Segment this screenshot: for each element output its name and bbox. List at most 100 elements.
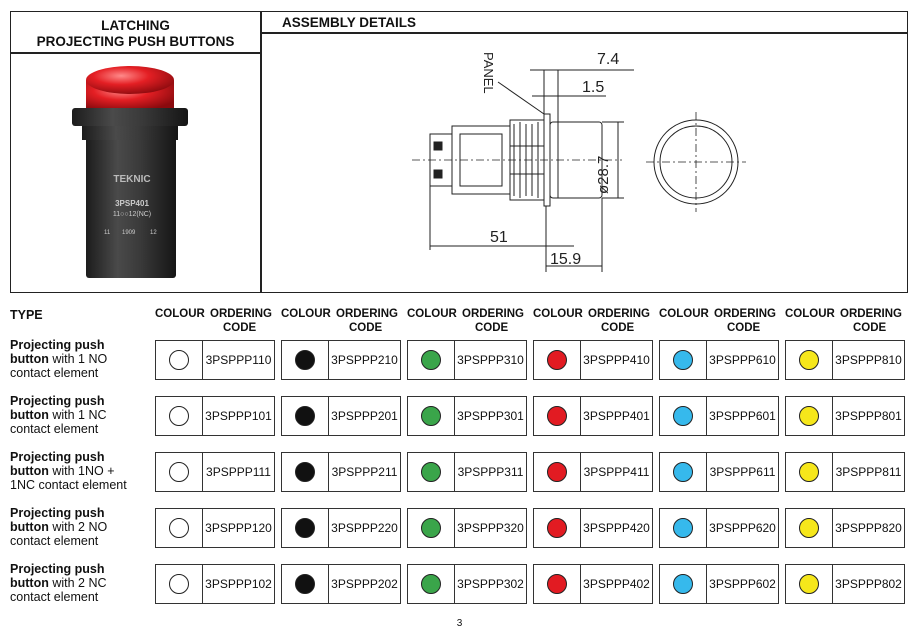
row-label-bold: Projecting push (10, 394, 105, 408)
colour-cell-red (533, 564, 581, 604)
colour-cell-red (533, 396, 581, 436)
colour-cell-yellow (785, 340, 833, 380)
code-header: CODE (853, 322, 887, 334)
ordering-code-cell: 3PSPPP301 (455, 396, 527, 436)
product-title: LATCHING PROJECTING PUSH BUTTONS (10, 18, 261, 50)
ordering-code-cell: 3PSPPP320 (455, 508, 527, 548)
white-colour-swatch (169, 574, 189, 594)
red-colour-swatch (547, 518, 567, 538)
green-colour-swatch (421, 406, 441, 426)
row-label-rest: with 1 NO (48, 352, 108, 366)
code-header: CODE (601, 322, 635, 334)
row-label-bold: Projecting push (10, 506, 105, 520)
colour-cell-blue (659, 452, 707, 492)
product-bottom-text-3: 12 (150, 230, 157, 236)
colour-cell-white (155, 452, 203, 492)
left-title-rule (10, 52, 261, 54)
ordering-code-cell: 3PSPPP411 (581, 452, 653, 492)
product-bottom-text-2: 1909 (122, 230, 136, 236)
row-label-rest: with 2 NC (48, 576, 107, 590)
colour-cell-red (533, 452, 581, 492)
colour-header: COLOUR (785, 308, 835, 320)
colour-header: COLOUR (659, 308, 709, 320)
ordering-code-cell: 3PSPPP820 (833, 508, 905, 548)
product-photo: TEKNIC 3PSP401 11○○12(NC) 11 1909 12 (72, 66, 188, 278)
row-label-bold2: button (10, 464, 49, 478)
row-label-rest: with 1NO + (48, 464, 115, 478)
page-number: 3 (456, 618, 463, 629)
row-label-line3: contact element (10, 534, 99, 548)
blue-colour-swatch (673, 350, 693, 370)
row-label-bold2: button (10, 408, 49, 422)
green-colour-swatch (421, 350, 441, 370)
ordering-code-cell: 3PSPPP601 (707, 396, 779, 436)
dim-panel-label: 1.5 (582, 79, 604, 96)
colour-cell-blue (659, 564, 707, 604)
ordering-code-cell: 3PSPPP602 (707, 564, 779, 604)
ordering-code-cell: 3PSPPP420 (581, 508, 653, 548)
red-colour-swatch (547, 574, 567, 594)
ordering-header: ORDERING (840, 308, 902, 320)
colour-header: COLOUR (281, 308, 331, 320)
product-bottom-text-1: 11 (104, 230, 111, 236)
panel-label: PANEL (481, 52, 496, 94)
colour-cell-black (281, 564, 329, 604)
blue-colour-swatch (673, 406, 693, 426)
ordering-code-cell: 3PSPPP102 (203, 564, 275, 604)
colour-cell-red (533, 508, 581, 548)
row-label-bold2: button (10, 576, 49, 590)
dim-bottom-label: 15.9 (550, 251, 581, 268)
ordering-code-cell: 3PSPPP210 (329, 340, 401, 380)
row-label-bold2: button (10, 352, 49, 366)
ordering-code-cell: 3PSPPP302 (455, 564, 527, 604)
green-colour-swatch (421, 518, 441, 538)
ordering-code-cell: 3PSPPP801 (833, 396, 905, 436)
ordering-code-cell: 3PSPPP402 (581, 564, 653, 604)
code-header: CODE (349, 322, 383, 334)
product-contact-text: 11○○12(NC) (113, 211, 151, 218)
ordering-header: ORDERING (210, 308, 272, 320)
ordering-code-cell: 3PSPPP311 (455, 452, 527, 492)
colour-cell-green (407, 564, 455, 604)
ordering-code-cell: 3PSPPP220 (329, 508, 401, 548)
ordering-code-cell: 3PSPPP211 (329, 452, 401, 492)
top-section-frame (10, 11, 908, 293)
row-label-bold2: button (10, 520, 49, 534)
ordering-code-cell: 3PSPPP201 (329, 396, 401, 436)
colour-cell-green (407, 396, 455, 436)
ordering-code-cell: 3PSPPP802 (833, 564, 905, 604)
colour-cell-blue (659, 396, 707, 436)
white-colour-swatch (169, 406, 189, 426)
green-colour-swatch (421, 574, 441, 594)
black-colour-swatch (295, 406, 315, 426)
colour-cell-yellow (785, 396, 833, 436)
product-brand-text: TEKNIC (113, 174, 150, 185)
colour-cell-yellow (785, 452, 833, 492)
white-colour-swatch (169, 462, 189, 482)
colour-cell-green (407, 340, 455, 380)
colour-cell-yellow (785, 508, 833, 548)
yellow-colour-swatch (799, 462, 819, 482)
ordering-code-cell: 3PSPPP401 (581, 396, 653, 436)
ordering-code-cell: 3PSPPP110 (203, 340, 275, 380)
red-colour-swatch (547, 406, 567, 426)
green-colour-swatch (421, 462, 441, 482)
ordering-code-cell: 3PSPPP310 (455, 340, 527, 380)
blue-colour-swatch (673, 518, 693, 538)
dim-top-label: 7.4 (597, 51, 619, 68)
row-label-line3: contact element (10, 366, 99, 380)
assembly-drawing: PANEL 7.4 1.5 ø28.7 51 15.9 (412, 51, 746, 272)
product-title-line2: PROJECTING PUSH BUTTONS (36, 34, 235, 49)
black-colour-swatch (295, 350, 315, 370)
colour-cell-black (281, 396, 329, 436)
colour-cell-black (281, 508, 329, 548)
colour-cell-blue (659, 508, 707, 548)
row-label-line3: 1NC contact element (10, 478, 127, 492)
ordering-code-cell: 3PSPPP610 (707, 340, 779, 380)
ordering-header: ORDERING (336, 308, 398, 320)
ordering-code-cell: 3PSPPP410 (581, 340, 653, 380)
